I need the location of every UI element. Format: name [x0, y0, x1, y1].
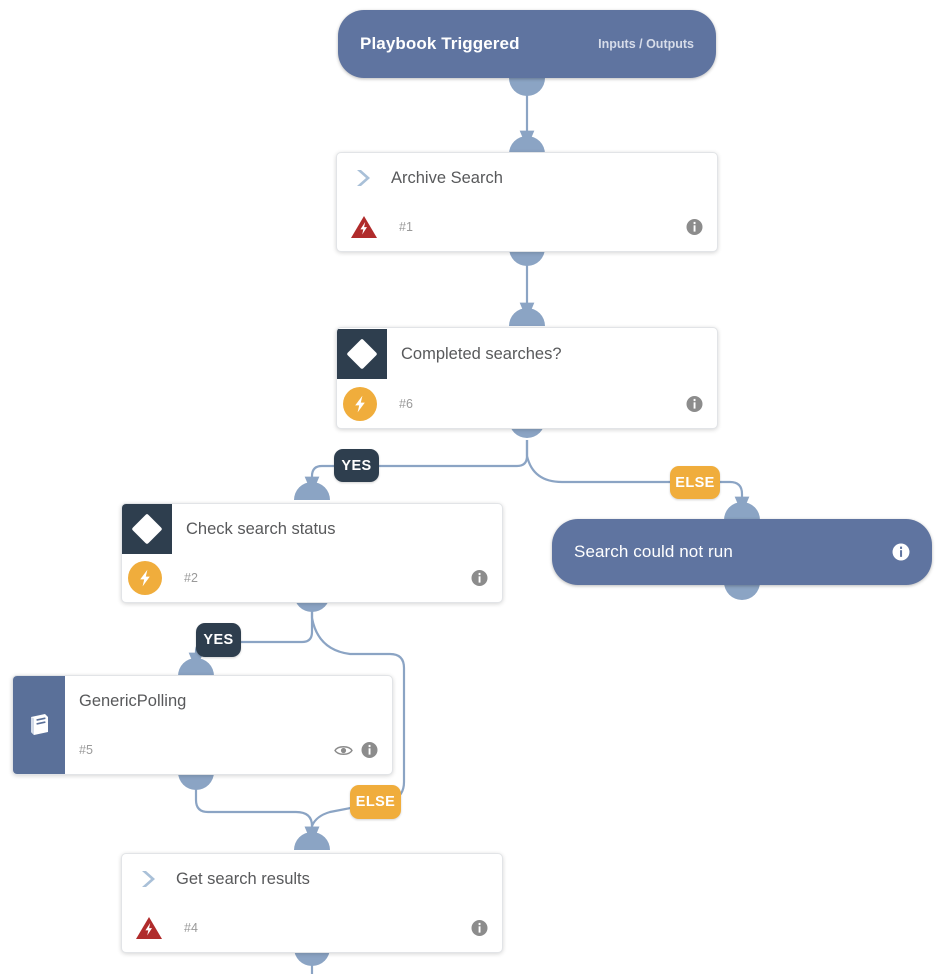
diamond-icon: [337, 329, 387, 379]
node-title: Search could not run: [574, 542, 733, 561]
info-icon[interactable]: [686, 219, 703, 236]
card-header: Completed searches?: [337, 328, 717, 380]
node-get-search-results[interactable]: Get search results #4: [121, 853, 503, 953]
card-action-icons[interactable]: [334, 742, 378, 759]
card-action-icons[interactable]: [686, 396, 703, 413]
info-icon[interactable]: [686, 396, 703, 413]
bolt-icon: [128, 561, 162, 596]
node-completed-searches[interactable]: Completed searches? #6: [336, 327, 718, 429]
node-number: #2: [184, 571, 198, 586]
info-icon[interactable]: [892, 543, 910, 561]
card-action-icons[interactable]: [471, 920, 488, 937]
node-title: Check search status: [186, 519, 336, 538]
node-title: Archive Search: [391, 168, 503, 187]
node-search-could-not-run[interactable]: Search could not run: [552, 519, 932, 585]
warning-triangle-icon: [349, 213, 379, 241]
branch-badge-else-1[interactable]: ELSE: [670, 466, 720, 499]
card-footer: #6: [337, 380, 717, 428]
bolt-icon: [343, 387, 377, 421]
node-title: Get search results: [176, 869, 310, 888]
node-title: GenericPolling: [79, 691, 187, 710]
card-footer: #4: [122, 905, 502, 952]
eye-icon[interactable]: [334, 743, 353, 757]
diamond-icon: [122, 504, 172, 555]
node-number: #4: [184, 921, 198, 936]
node-archive-search[interactable]: Archive Search #1: [336, 152, 718, 252]
node-number: #6: [399, 397, 413, 411]
node-title: Completed searches?: [401, 344, 562, 363]
card-header: Check search status: [122, 504, 502, 555]
warning-triangle-icon: [134, 914, 164, 942]
card-action-icons[interactable]: [686, 219, 703, 236]
node-number: #5: [79, 743, 93, 758]
card-footer: #5: [13, 727, 392, 774]
branch-badge-else-2[interactable]: ELSE: [350, 785, 401, 819]
card-footer: #2: [122, 555, 502, 602]
node-title: Playbook Triggered: [360, 34, 520, 53]
info-icon[interactable]: [471, 570, 488, 587]
card-header: GenericPolling: [13, 676, 392, 727]
node-check-search-status[interactable]: Check search status #2: [121, 503, 503, 603]
card-footer: #1: [337, 204, 717, 251]
chevron-icon: [122, 868, 176, 890]
card-header: Get search results: [122, 854, 502, 905]
branch-badge-yes-2[interactable]: YES: [196, 623, 241, 657]
card-action-icons[interactable]: [471, 570, 488, 587]
node-number: #1: [399, 220, 413, 235]
chevron-icon: [337, 167, 391, 189]
branch-badge-yes-1[interactable]: YES: [334, 449, 379, 482]
book-icon: [13, 676, 65, 774]
inputs-outputs-label[interactable]: Inputs / Outputs: [598, 37, 694, 51]
node-playbook-triggered[interactable]: Playbook Triggered Inputs / Outputs: [338, 10, 716, 78]
node-generic-polling[interactable]: GenericPolling #5: [12, 675, 393, 775]
info-icon[interactable]: [471, 920, 488, 937]
card-header: Archive Search: [337, 153, 717, 204]
info-icon[interactable]: [361, 742, 378, 759]
